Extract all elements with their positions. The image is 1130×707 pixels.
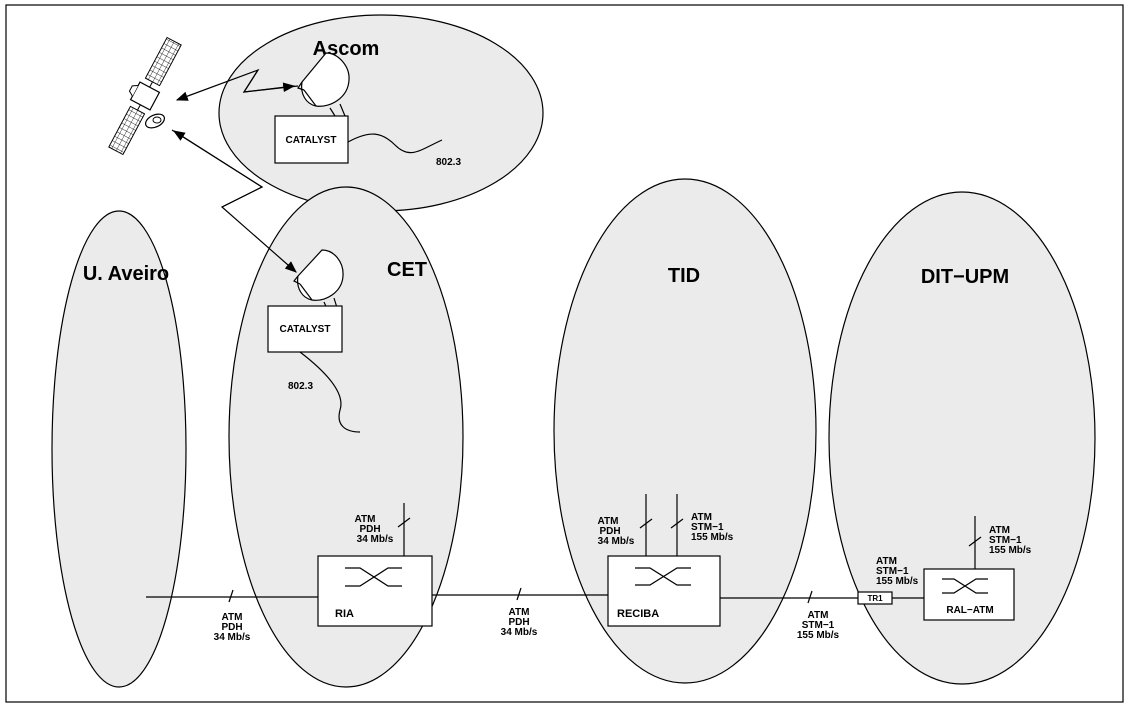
link-label-line: ATM bbox=[691, 512, 712, 523]
switch-icon bbox=[942, 578, 988, 594]
link-label-line: ATM bbox=[876, 556, 897, 567]
link-label-reciba-up-right: ATM STM−1 155 Mb/s bbox=[691, 512, 734, 543]
catalyst-ascom bbox=[274, 115, 349, 164]
link-tick bbox=[670, 518, 684, 529]
ral-atm-switch bbox=[923, 568, 1015, 621]
link-label-reciba-tr1: ATM STM−1 155 Mb/s bbox=[797, 610, 840, 641]
link-label-line: 155 Mb/s bbox=[691, 532, 734, 543]
link-label-line: PDH bbox=[599, 526, 620, 537]
link-label-line: STM−1 bbox=[876, 566, 909, 577]
link-label-line: STM−1 bbox=[691, 522, 724, 533]
link-tick bbox=[516, 587, 522, 601]
dit-upm-title: DIT−UPM bbox=[921, 266, 1009, 288]
ria-switch bbox=[317, 555, 433, 627]
link-label-line: PDH bbox=[359, 524, 380, 535]
link-label-line: ATM bbox=[989, 525, 1010, 536]
link-label-line: ATM bbox=[355, 514, 376, 525]
ethernet-cable-ascom bbox=[347, 133, 443, 154]
satellite-link-ascom bbox=[175, 68, 299, 101]
link-label-line: 34 Mb/s bbox=[214, 632, 251, 643]
link-tick bbox=[968, 536, 982, 547]
link-label-line: ATM bbox=[808, 610, 829, 621]
link-label-line: PDH bbox=[221, 622, 242, 633]
satellite-dish-icon bbox=[293, 249, 344, 312]
ethernet-label-ascom: 802.3 bbox=[436, 157, 461, 168]
catalyst-ascom-label: CATALYST bbox=[286, 135, 337, 146]
link-label-line: 34 Mb/s bbox=[501, 627, 538, 638]
switch-icon bbox=[345, 567, 402, 587]
ascom-domain bbox=[218, 14, 544, 212]
dit-upm-domain bbox=[828, 191, 1096, 685]
link-label-aveiro-ria: ATM PDH 34 Mb/s bbox=[214, 612, 251, 643]
tid-title: TID bbox=[668, 265, 700, 287]
satellite-icon bbox=[108, 36, 182, 156]
reciba-switch bbox=[607, 555, 721, 627]
link-label-line: PDH bbox=[508, 617, 529, 628]
tr1-label: TR1 bbox=[867, 594, 883, 603]
catalyst-cet-label: CATALYST bbox=[280, 324, 331, 335]
catalyst-cet bbox=[267, 305, 343, 353]
link-label-tr1-ralatm: ATM STM−1 155 Mb/s bbox=[876, 556, 919, 587]
link-label-line: 155 Mb/s bbox=[876, 576, 919, 587]
link-tick bbox=[397, 517, 411, 528]
link-label-line: ATM bbox=[509, 607, 530, 618]
ral-atm-label: RAL−ATM bbox=[946, 605, 993, 616]
link-tick bbox=[807, 590, 813, 604]
link-label-line: STM−1 bbox=[802, 620, 835, 631]
link-label-reciba-up-left: ATM PDH 34 Mb/s bbox=[598, 516, 635, 547]
link-label-ralatm-up: ATM STM−1 155 Mb/s bbox=[989, 525, 1032, 556]
link-label-line: 155 Mb/s bbox=[797, 630, 840, 641]
satellite-dish-icon bbox=[297, 52, 350, 117]
link-label-line: 155 Mb/s bbox=[989, 545, 1032, 556]
link-label-ria-reciba: ATM PDH 34 Mb/s bbox=[501, 607, 538, 638]
ria-label: RIA bbox=[335, 608, 354, 620]
ethernet-label-cet: 802.3 bbox=[288, 381, 313, 392]
link-label-line: 34 Mb/s bbox=[598, 536, 635, 547]
link-label-line: STM−1 bbox=[989, 535, 1022, 546]
frame-border bbox=[5, 4, 1124, 703]
tr1-box bbox=[857, 591, 893, 605]
cet-title: CET bbox=[387, 259, 427, 281]
switch-icon bbox=[635, 567, 691, 586]
reciba-label: RECIBA bbox=[617, 608, 659, 620]
link-label-line: 34 Mb/s bbox=[357, 534, 394, 545]
link-label-ria-up: ATM PDH 34 Mb/s bbox=[355, 514, 394, 545]
satellite-link-cet bbox=[171, 129, 297, 273]
link-label-line: ATM bbox=[598, 516, 619, 527]
link-label-line: ATM bbox=[222, 612, 243, 623]
link-tick bbox=[228, 589, 234, 603]
u-aveiro-domain bbox=[51, 210, 187, 688]
u-aveiro-title: U. Aveiro bbox=[83, 263, 169, 285]
ethernet-cable-cet bbox=[299, 351, 361, 433]
link-tick bbox=[639, 518, 653, 529]
